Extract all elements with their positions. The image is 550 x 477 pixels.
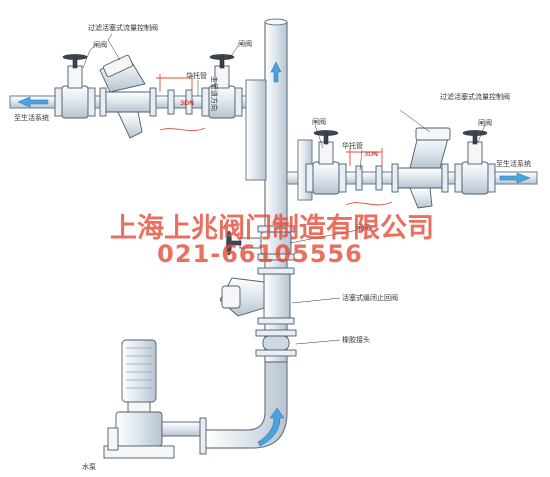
- bend-flow-arrow-icon: [257, 407, 285, 447]
- label-dn-left: 3DN: [180, 99, 194, 107]
- label-gate-valve-top-right: 闸阀: [238, 39, 252, 48]
- left-union: [167, 89, 193, 115]
- water-pump: [103, 339, 207, 459]
- label-gate-valve-mid-left: 闸阀: [312, 117, 326, 126]
- label-domestic-system-left: 至生活系统: [14, 113, 49, 122]
- watermark-company: 上海上兆阀门制造有限公司: [110, 213, 434, 244]
- right-gate-valve-1: [305, 130, 347, 195]
- dimension-line-left: [156, 74, 193, 92]
- right-union: [355, 165, 383, 191]
- label-filter-piston-valve-left: 过滤活塞式流量控制阀: [88, 23, 158, 32]
- dimension-line-right: [346, 148, 383, 166]
- right-gate-valve-2: [454, 130, 496, 195]
- label-union-right: 华托管: [342, 141, 363, 150]
- dimension-curve-left: [159, 127, 206, 132]
- label-domestic-system-right: 至生活系统: [496, 159, 531, 168]
- leader-lines: [82, 33, 486, 345]
- label-main-pipe-direction: 主管道方向: [210, 76, 219, 111]
- rubber-joint: [255, 329, 297, 357]
- label-gate-valve-right: 闸阀: [478, 118, 492, 127]
- label-gate-valve-center: 闸阀: [356, 223, 370, 232]
- left-filter-piston-valve: [99, 54, 157, 139]
- main-direction-arrow-icon: [270, 61, 282, 83]
- label-dn-right: 3DN: [364, 150, 378, 158]
- right-filter-piston-valve: [391, 127, 451, 209]
- label-rubber-joint: 橡胶接头: [342, 335, 370, 344]
- left-outflow-arrow-icon: [17, 96, 49, 108]
- label-filter-piston-valve-right: 过滤活塞式流量控制阀: [440, 92, 510, 101]
- check-valve: [219, 267, 295, 325]
- label-water-pump: 水泵: [82, 462, 96, 471]
- right-outflow-arrow-icon: [499, 172, 531, 184]
- left-gate-valve: [54, 54, 96, 119]
- pump-suction-bend: [204, 361, 288, 449]
- center-gate-valve: [226, 225, 295, 261]
- watermark-phone: 021-66105556: [157, 240, 363, 268]
- label-union-left: 华托管: [186, 71, 207, 80]
- dimension-curve-right: [345, 201, 393, 206]
- label-gate-valve-left: 闸阀: [93, 40, 107, 49]
- label-check-valve: 活塞式缓闭止回阀: [342, 293, 398, 302]
- left-gate-valve-2: [201, 54, 243, 119]
